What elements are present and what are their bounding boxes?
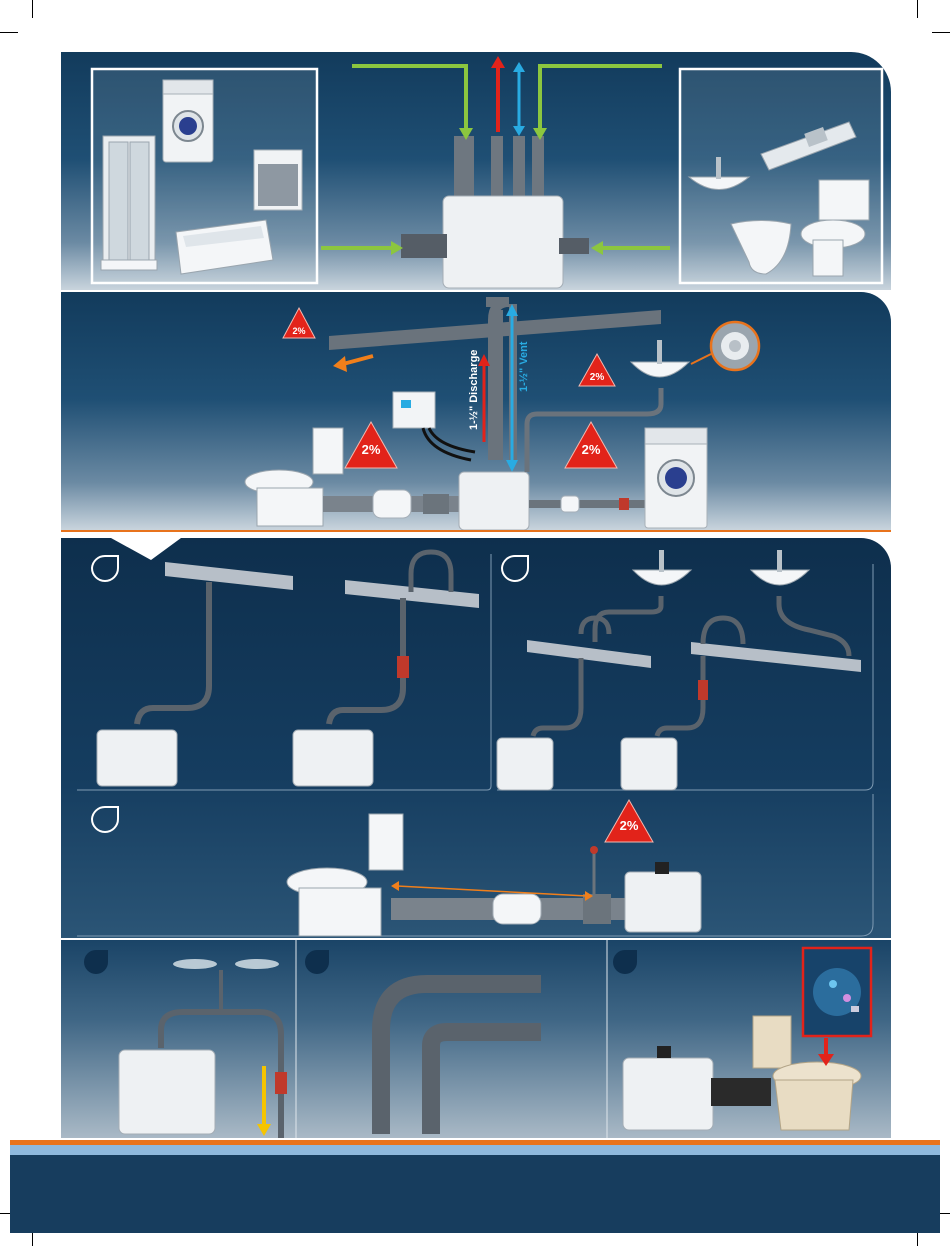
step-marker: [92, 807, 118, 832]
svg-text:2%: 2%: [362, 442, 381, 457]
discharge-label: 1-½" Discharge: [468, 350, 480, 430]
shower-cabin-icon: [101, 136, 157, 270]
check-valve-icon: [397, 656, 409, 678]
crop-mark: [932, 32, 950, 33]
step-marker: [305, 950, 329, 974]
pump-unit-icon: [459, 472, 529, 530]
crop-mark: [0, 32, 18, 33]
check-valve-icon: [698, 680, 708, 700]
step-marker: [502, 556, 528, 581]
control-box-icon: [393, 392, 475, 460]
warning-triangle-icon: 2%: [605, 800, 653, 842]
step-marker: [84, 950, 108, 974]
pump-unit-icon: [401, 136, 589, 288]
svg-text:2%: 2%: [620, 818, 639, 833]
pump-unit-icon: [97, 730, 177, 786]
step-marker: [613, 950, 637, 974]
toilet-icon: [287, 814, 403, 936]
svg-text:2%: 2%: [582, 442, 601, 457]
washing-machine-icon: [645, 428, 707, 528]
footer-band: [10, 1155, 940, 1233]
pump-unit-icon: [625, 862, 701, 932]
check-valve-icon: [561, 496, 579, 512]
step-marker: [92, 556, 118, 581]
outflow-arrow: [343, 356, 373, 364]
washing-machine-icon: [163, 80, 213, 162]
fixtures-panel: [61, 52, 891, 290]
warning-triangle-icon: 2%: [345, 422, 397, 468]
pump-unit-icon: [497, 738, 553, 790]
warning-triangle-icon: 2%: [579, 354, 615, 386]
sink-icon: [751, 550, 809, 585]
footer-blue-bar: [10, 1145, 940, 1155]
dishwasher-icon: [254, 150, 302, 210]
vent-label: 1-½" Vent: [518, 342, 530, 392]
svg-text:2%: 2%: [292, 326, 305, 336]
drain-strainer-icon: [691, 322, 759, 370]
pump-unit-icon: [293, 730, 373, 786]
pump-unit-icon: [623, 1046, 713, 1130]
check-valve-icon: [373, 490, 411, 518]
crop-mark: [32, 0, 33, 18]
elbow-pipe-icon: [381, 984, 541, 1134]
vent-icon: [173, 959, 279, 1010]
check-valve-icon: [493, 894, 541, 924]
crop-mark: [917, 0, 918, 18]
sink-icon: [633, 550, 691, 585]
details-panel: [61, 940, 891, 1138]
check-valve-icon: [275, 1072, 287, 1094]
distance-arrow: [397, 886, 587, 896]
pump-unit-icon: [119, 1050, 215, 1134]
svg-text:2%: 2%: [590, 372, 605, 383]
pump-unit-icon: [621, 738, 677, 790]
warning-triangle-icon: 2%: [283, 308, 315, 338]
installation-panel: 2% 2% 2% 2%: [61, 292, 891, 532]
forbidden-items-inset: [803, 948, 871, 1036]
warning-triangle-icon: 2%: [565, 422, 617, 468]
routing-panel: 2%: [61, 538, 891, 938]
